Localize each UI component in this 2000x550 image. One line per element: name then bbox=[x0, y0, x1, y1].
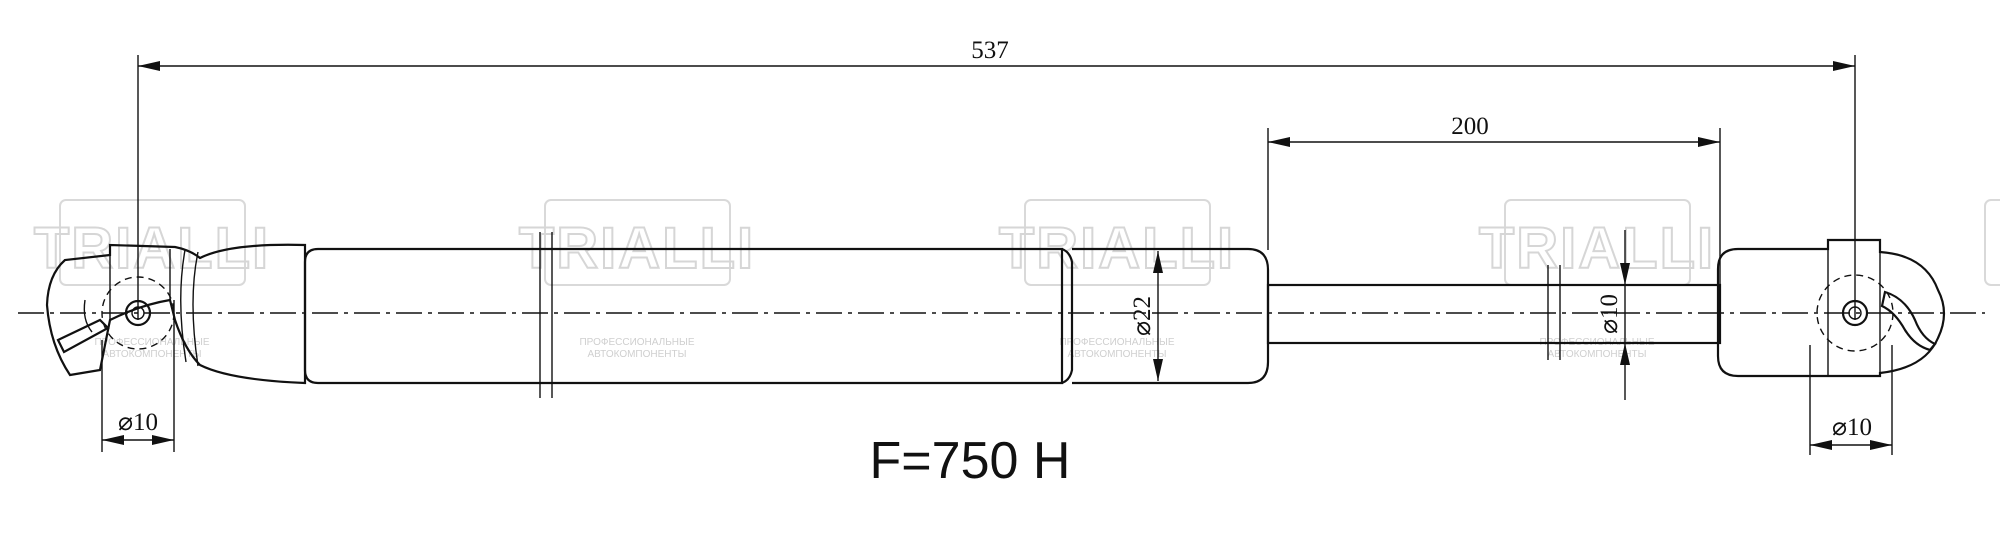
dimension-left-eye-diameter: ⌀10 bbox=[101, 300, 175, 452]
watermark-tagline: АВТОКОМПОНЕНТЫ bbox=[1548, 349, 1647, 360]
dimension-rod-diameter: ⌀10 bbox=[1596, 230, 1630, 400]
watermark-tagline: ПРОФЕССИОНАЛЬНЫЕ bbox=[1059, 337, 1174, 348]
dimension-overall-length: 537 bbox=[137, 37, 1856, 320]
dimension-right-eye-diameter: ⌀10 bbox=[1809, 345, 1893, 455]
watermark-5 bbox=[1984, 199, 2000, 286]
watermark-tagline: ПРОФЕССИОНАЛЬНЫЕ bbox=[579, 337, 694, 348]
left-eye-diameter-label: ⌀10 bbox=[118, 409, 158, 436]
watermark-tagline: ПРОФЕССИОНАЛЬНЫЕ bbox=[94, 337, 209, 348]
watermark-4: TRIALLI ПРОФЕССИОНАЛЬНЫЕ АВТОКОМПОНЕНТЫ bbox=[1478, 199, 1715, 360]
force-label: F=750 Н bbox=[870, 432, 1071, 490]
left-end-fitting bbox=[45, 243, 307, 385]
watermark-brand: TRIALLI bbox=[1479, 216, 1715, 281]
dimension-stroke: 200 bbox=[1267, 113, 1721, 287]
stroke-label: 200 bbox=[1451, 113, 1489, 140]
watermark-tagline: АВТОКОМПОНЕНТЫ bbox=[588, 349, 687, 360]
watermark-tagline: АВТОКОМПОНЕНТЫ bbox=[103, 349, 202, 360]
cylinder-body bbox=[303, 232, 1270, 398]
dimension-body-diameter: ⌀22 bbox=[1129, 251, 1163, 381]
watermark-2: TRIALLI ПРОФЕССИОНАЛЬНЫЕ АВТОКОМПОНЕНТЫ bbox=[518, 199, 754, 360]
overall-length-label: 537 bbox=[971, 37, 1009, 64]
right-end-fitting bbox=[1716, 238, 1946, 378]
right-eye-diameter-label: ⌀10 bbox=[1832, 414, 1872, 441]
body-diameter-label: ⌀22 bbox=[1129, 296, 1156, 336]
piston-rod bbox=[1266, 265, 1722, 360]
watermark-3: TRIALLI ПРОФЕССИОНАЛЬНЫЕ АВТОКОМПОНЕНТЫ bbox=[998, 199, 1234, 360]
rod-diameter-label: ⌀10 bbox=[1596, 294, 1623, 334]
watermark-tagline: АВТОКОМПОНЕНТЫ bbox=[1068, 349, 1167, 360]
